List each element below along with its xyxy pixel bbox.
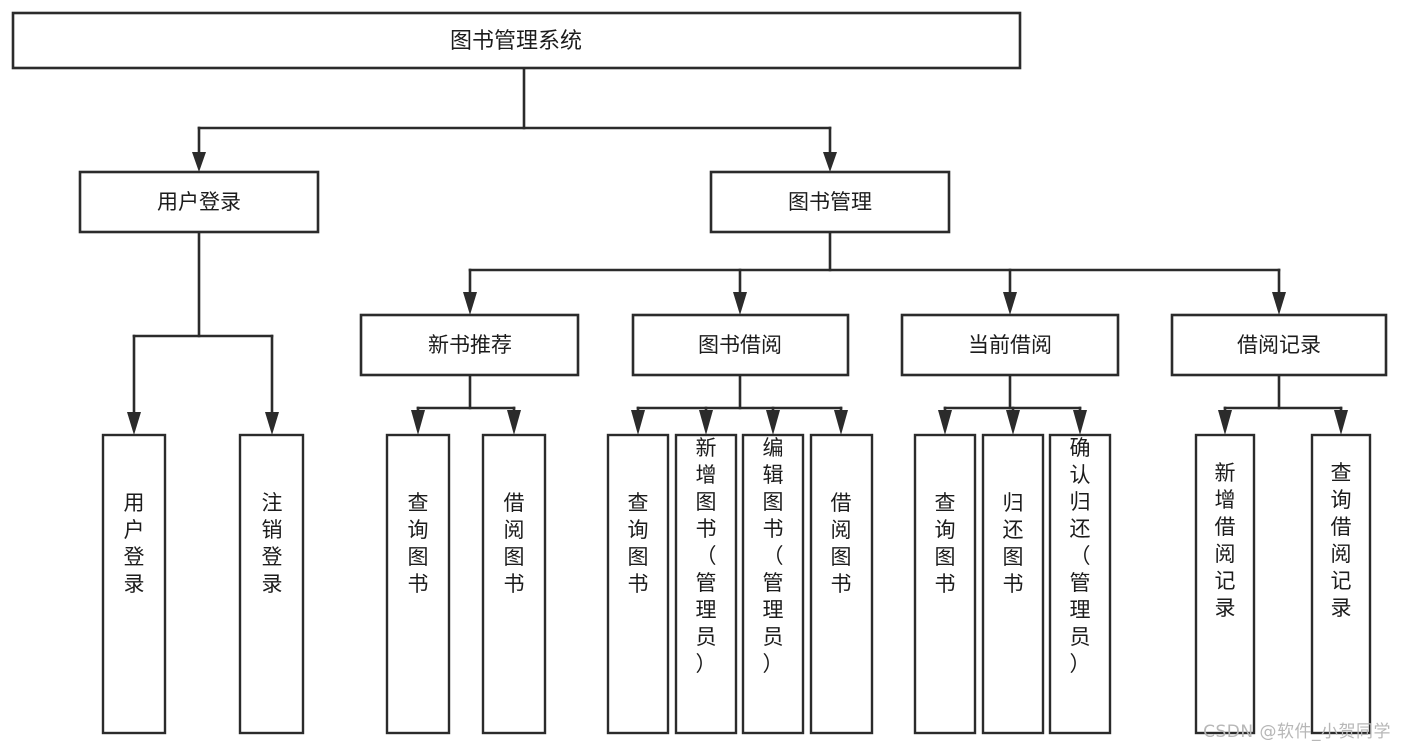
leaf-borrow-book-box[interactable] bbox=[809, 433, 874, 735]
node-current-borrow-label: 当前借阅 bbox=[968, 333, 1052, 357]
edges-borrowrecord-to-leaves bbox=[1218, 373, 1348, 435]
node-book-manage-box[interactable] bbox=[709, 170, 951, 234]
leaf-query-borrow-record[interactable]: 查询借阅记录 bbox=[1310, 433, 1372, 735]
leaf-query-book-current[interactable]: 查询图书 bbox=[913, 433, 977, 735]
node-user-login-box[interactable] bbox=[78, 170, 320, 234]
leaf-query-book-borrow[interactable]: 查询图书 bbox=[606, 433, 670, 735]
node-new-book-recommend[interactable]: 新书推荐 bbox=[359, 313, 580, 377]
leaf-return-book[interactable]: 归还图书 bbox=[981, 433, 1045, 735]
arrow-head-leaf-add-book bbox=[699, 410, 713, 435]
leaf-edit-book[interactable]: 编辑图书（管理员） bbox=[741, 433, 805, 735]
node-borrow-record-label: 借阅记录 bbox=[1237, 333, 1321, 357]
arrow-head-leaf-add-borrow-record bbox=[1218, 410, 1232, 435]
node-book-borrow[interactable]: 图书借阅 bbox=[631, 313, 850, 377]
node-new-book-recommend-label: 新书推荐 bbox=[428, 333, 512, 357]
leaf-logout[interactable]: 注销登录 bbox=[238, 433, 305, 735]
leaf-query-borrow-record-label: 查询借阅记录 bbox=[1331, 461, 1352, 620]
leaf-confirm-return-label: 确认归还（管理员） bbox=[1070, 436, 1091, 676]
leaf-add-book-box[interactable] bbox=[674, 433, 738, 735]
arrow-head-book-borrow bbox=[733, 292, 747, 315]
edges-bookborrow-to-leaves bbox=[631, 373, 848, 435]
leaf-query-borrow-record-box[interactable] bbox=[1310, 433, 1372, 735]
node-current-borrow[interactable]: 当前借阅 bbox=[900, 313, 1120, 377]
leaf-query-book-current-box[interactable] bbox=[913, 433, 977, 735]
arrow-head-leaf-borrow-book-recommend bbox=[507, 410, 521, 435]
arrow-head-leaf-query-borrow-record bbox=[1334, 410, 1348, 435]
leaf-query-book-recommend[interactable]: 查询图书 bbox=[385, 433, 451, 735]
leaf-query-book-recommend-box[interactable] bbox=[385, 433, 451, 735]
arrow-head-book-manage bbox=[823, 152, 837, 172]
node-book-manage-label: 图书管理 bbox=[788, 190, 872, 214]
arrow-head-leaf-return-book bbox=[1006, 410, 1020, 435]
node-root-label: 图书管理系统 bbox=[450, 29, 582, 54]
node-book-borrow-box[interactable] bbox=[631, 313, 850, 377]
leaf-borrow-book-recommend-box[interactable] bbox=[481, 433, 547, 735]
leaf-confirm-return[interactable]: 确认归还（管理员） bbox=[1048, 433, 1112, 735]
leaf-add-borrow-record-box[interactable] bbox=[1194, 433, 1256, 735]
arrow-head-leaf-borrow-book bbox=[834, 410, 848, 435]
leaf-add-borrow-record[interactable]: 新增借阅记录 bbox=[1194, 433, 1256, 735]
leaf-add-borrow-record-label: 新增借阅记录 bbox=[1215, 461, 1236, 620]
arrow-head-user-login bbox=[192, 152, 206, 172]
leaf-query-book-recommend-label: 查询图书 bbox=[408, 491, 429, 596]
node-borrow-record[interactable]: 借阅记录 bbox=[1170, 313, 1388, 377]
leaf-edit-book-box[interactable] bbox=[741, 433, 805, 735]
arrow-head-current-borrow bbox=[1003, 292, 1017, 315]
arrow-head-leaf-logout bbox=[265, 412, 279, 435]
arrow-head-borrow-record bbox=[1272, 292, 1286, 315]
leaf-logout-label: 注销登录 bbox=[262, 491, 283, 596]
arrow-head-leaf-query-book-current bbox=[938, 410, 952, 435]
leaf-borrow-book-recommend[interactable]: 借阅图书 bbox=[481, 433, 547, 735]
edges-newbook-to-leaves bbox=[411, 373, 521, 435]
leaf-borrow-book[interactable]: 借阅图书 bbox=[809, 433, 874, 735]
arrow-head-leaf-query-book-recommend bbox=[411, 410, 425, 435]
edges-bookmanage-to-level3 bbox=[463, 230, 1286, 315]
leaf-logout-box[interactable] bbox=[238, 433, 305, 735]
node-new-book-recommend-box[interactable] bbox=[359, 313, 580, 377]
leaf-user-login-label: 用户登录 bbox=[124, 491, 145, 596]
arrow-head-leaf-user-login bbox=[127, 412, 141, 435]
leaf-add-book-label: 新增图书（管理员） bbox=[696, 436, 717, 676]
leaf-query-book-borrow-box[interactable] bbox=[606, 433, 670, 735]
arrow-head-leaf-confirm-return bbox=[1073, 410, 1087, 435]
leaf-add-book[interactable]: 新增图书（管理员） bbox=[674, 433, 738, 735]
leaf-edit-book-label: 编辑图书（管理员） bbox=[763, 436, 784, 676]
leaf-borrow-book-label: 借阅图书 bbox=[831, 491, 852, 596]
edges-userlogin-to-leaves bbox=[127, 230, 279, 435]
leaf-return-book-label: 归还图书 bbox=[1003, 491, 1024, 596]
leaf-confirm-return-box[interactable] bbox=[1048, 433, 1112, 735]
edges-root-to-level2 bbox=[192, 66, 837, 172]
arrow-head-leaf-edit-book bbox=[766, 410, 780, 435]
leaf-user-login-box[interactable] bbox=[101, 433, 167, 735]
node-current-borrow-box[interactable] bbox=[900, 313, 1120, 377]
arrow-head-leaf-query-book-borrow bbox=[631, 410, 645, 435]
leaf-borrow-book-recommend-label: 借阅图书 bbox=[504, 491, 525, 596]
node-root-box[interactable] bbox=[11, 11, 1022, 70]
node-user-login[interactable]: 用户登录 bbox=[78, 170, 320, 234]
arrow-head-new-book-recommend bbox=[463, 292, 477, 315]
node-user-login-label: 用户登录 bbox=[157, 190, 241, 214]
node-borrow-record-box[interactable] bbox=[1170, 313, 1388, 377]
edges-currentborrow-to-leaves bbox=[938, 373, 1087, 435]
node-root[interactable]: 图书管理系统 bbox=[11, 11, 1022, 70]
leaf-query-book-current-label: 查询图书 bbox=[935, 491, 956, 596]
leaf-user-login[interactable]: 用户登录 bbox=[101, 433, 167, 735]
leaf-return-book-box[interactable] bbox=[981, 433, 1045, 735]
leaf-query-book-borrow-label: 查询图书 bbox=[628, 491, 649, 596]
node-book-manage[interactable]: 图书管理 bbox=[709, 170, 951, 234]
node-book-borrow-label: 图书借阅 bbox=[698, 333, 782, 357]
